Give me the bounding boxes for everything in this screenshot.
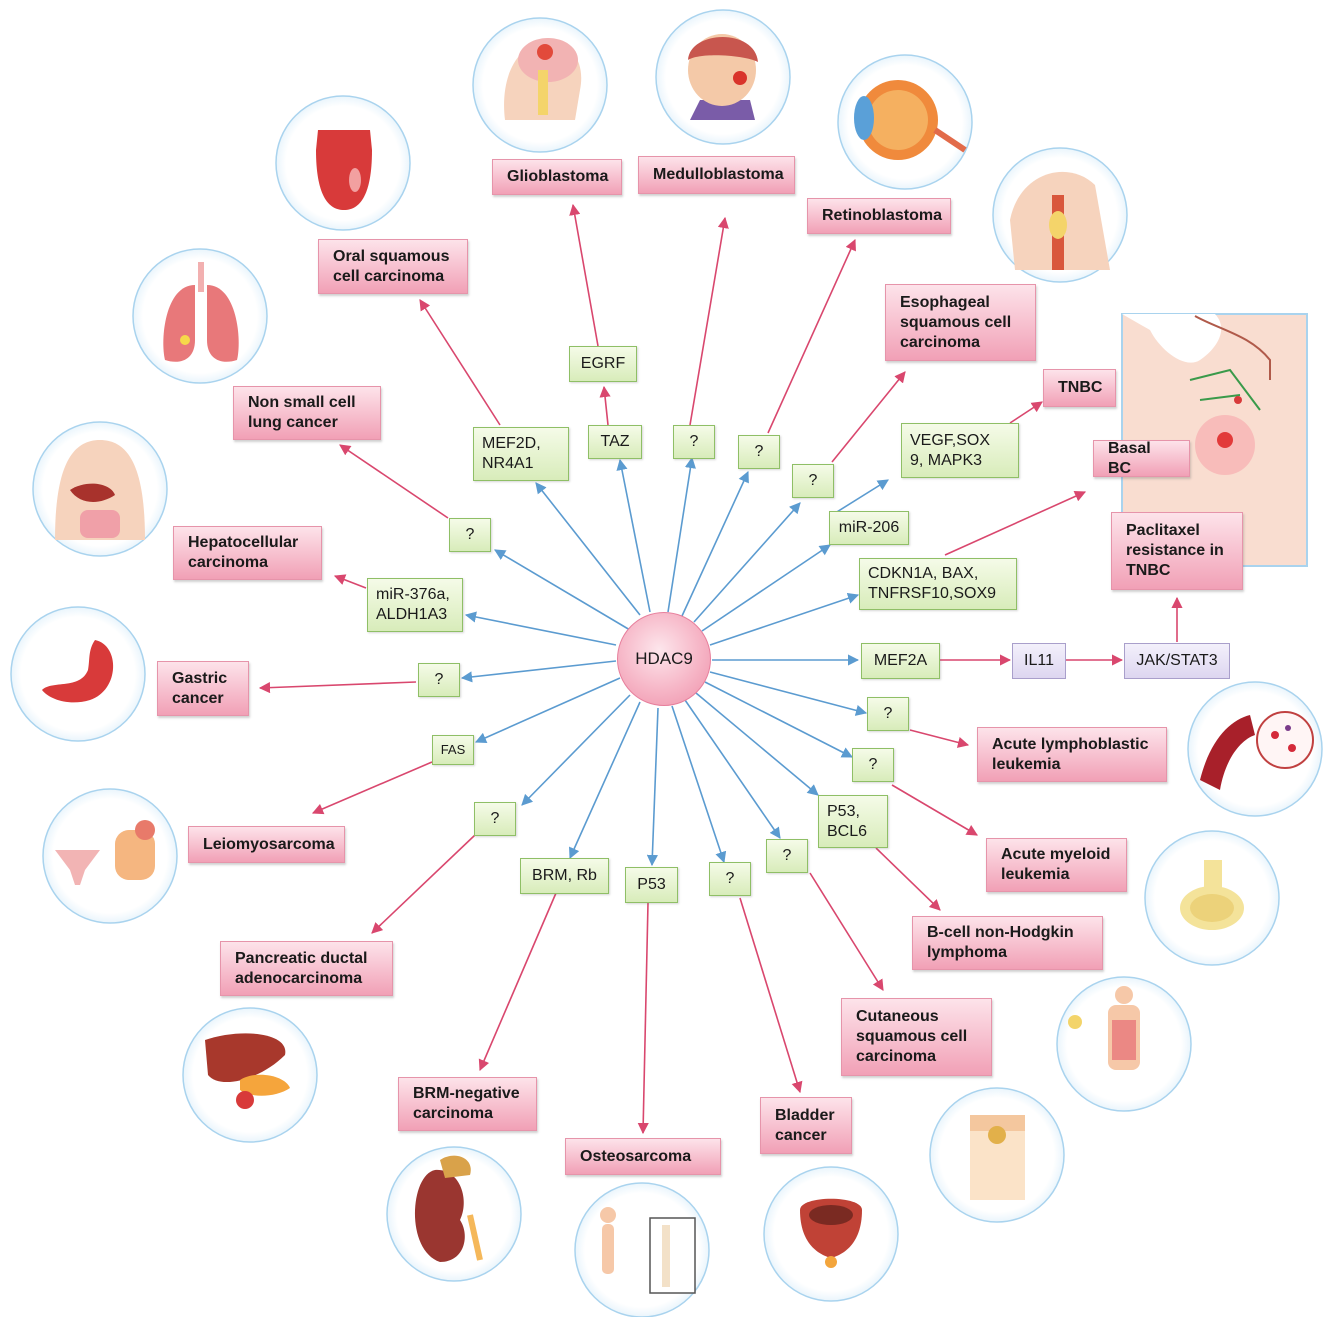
mediator-box: MEF2A: [861, 643, 940, 679]
stomach-icon: [11, 607, 145, 741]
skeleton-knee-icon: [575, 1183, 709, 1317]
blood-vessel-cells-icon: [1188, 682, 1322, 816]
lymphatic-body-icon: [1057, 977, 1191, 1111]
tongue-oral-icon: [276, 96, 410, 230]
cancer-label: Basal BC: [1093, 440, 1190, 477]
eye-retinoblastoma-icon: [838, 55, 972, 189]
cancer-label: Non small cell lung cancer: [233, 386, 381, 440]
torso-liver-icon: [33, 422, 167, 556]
throat-esophagus-icon: [993, 148, 1127, 282]
mediator-box: ?: [738, 435, 780, 469]
uterus-intestine-icon: [43, 789, 177, 923]
mediator-box: miR-206: [829, 511, 909, 545]
cancer-label: Cutaneous squamous cell carcinoma: [841, 998, 992, 1076]
cancer-label: Osteosarcoma: [565, 1138, 721, 1175]
hdac9-hub: HDAC9: [617, 612, 711, 706]
mediator-box: ?: [766, 839, 808, 873]
mediator-box: P53, BCL6: [818, 795, 888, 848]
mediator-box: EGRF: [569, 346, 637, 382]
cancer-label: Medulloblastoma: [638, 156, 795, 194]
pathway-box-jak-stat3: JAK/STAT3: [1124, 643, 1230, 679]
mediator-box: miR-376a, ALDH1A3: [367, 578, 463, 632]
cancer-label: Gastric cancer: [157, 661, 249, 716]
bone-marrow-icon: [1145, 831, 1279, 965]
mediator-box: BRM, Rb: [520, 858, 609, 894]
mediator-box: ?: [418, 663, 460, 697]
cancer-label: Acute lymphoblastic leukemia: [977, 727, 1167, 782]
cancer-label: Leiomyosarcoma: [188, 826, 345, 863]
mediator-box: P53: [625, 867, 678, 903]
mediator-box: ?: [852, 748, 894, 782]
mediator-box: TAZ: [588, 425, 642, 459]
mediator-box: VEGF,SOX 9, MAPK3: [901, 423, 1019, 478]
cancer-label: Acute myeloid leukemia: [986, 838, 1127, 892]
cancer-label: Retinoblastoma: [807, 198, 951, 234]
mediator-box: CDKN1A, BAX, TNFRSF10,SOX9: [859, 558, 1017, 610]
cancer-label: Pancreatic ductal adenocarcinoma: [220, 941, 393, 996]
cancer-label: BRM-negative carcinoma: [398, 1077, 537, 1131]
lungs-icon: [133, 249, 267, 383]
liver-pancreas-icon: [183, 1008, 317, 1142]
mediator-box: ?: [709, 862, 751, 896]
mediator-box: MEF2D, NR4A1: [473, 427, 569, 481]
kidney-icon: [387, 1147, 521, 1281]
cancer-label: Bladder cancer: [760, 1097, 852, 1154]
mediator-box: ?: [867, 697, 909, 731]
mediator-box: ?: [449, 518, 491, 552]
cancer-label: Hepatocellular carcinoma: [173, 526, 322, 580]
mediator-box: ?: [792, 464, 834, 498]
cancer-label: B-cell non-Hodgkin lymphoma: [912, 916, 1103, 970]
cancer-label: Glioblastoma: [492, 159, 622, 195]
cancer-label: Esophageal squamous cell carcinoma: [885, 284, 1036, 361]
cancer-label: TNBC: [1043, 369, 1116, 407]
mediator-box: ?: [474, 802, 516, 836]
skin-icon: [930, 1088, 1064, 1222]
cancer-label: Paclitaxel resistance in TNBC: [1111, 512, 1243, 590]
cancer-label: Oral squamous cell carcinoma: [318, 239, 468, 294]
bladder-icon: [764, 1167, 898, 1301]
pathway-box-il11: IL11: [1012, 643, 1066, 679]
mediator-box: ?: [673, 425, 715, 459]
brain-glioblastoma-icon: [473, 18, 607, 152]
mediator-box: FAS: [432, 735, 474, 765]
child-head-medulloblastoma-icon: [656, 10, 790, 144]
